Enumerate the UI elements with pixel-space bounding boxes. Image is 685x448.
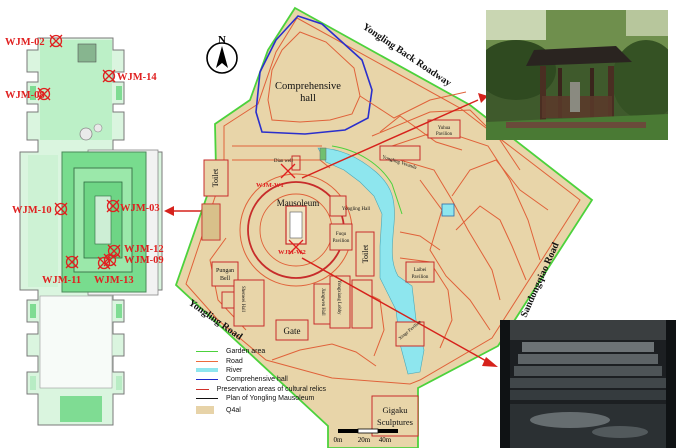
- gigaku-label-2: Sculptures: [377, 417, 413, 427]
- river: [317, 147, 425, 375]
- toilet-right-label: Toilet: [361, 244, 370, 263]
- marker-wjm-10: [54, 202, 68, 216]
- legend-label-plan: Plan of Yongling Mausoleum: [226, 395, 315, 403]
- label-wjm-03: WJM-03: [120, 203, 160, 214]
- marker-wjm-w2: [288, 239, 304, 255]
- label-wjm-w1: WJM-W1: [256, 182, 284, 189]
- photo-stairs: [500, 320, 676, 448]
- legend-swatch-river: [196, 368, 218, 373]
- legend-swatch-plan: [196, 398, 218, 400]
- photo-pavilion: [486, 10, 668, 140]
- legend-item-q4al: Q4al: [196, 403, 326, 417]
- toilet-left-label: Toilet: [211, 168, 220, 187]
- legend-swatch-garden: [196, 351, 218, 353]
- label-wjm-14: WJM-14: [117, 72, 157, 83]
- scale-label-20: 20m: [358, 436, 371, 444]
- scale-label-40: 40m: [379, 436, 392, 444]
- marker-wjm-03: [106, 199, 120, 213]
- gate-label: Gate: [284, 326, 301, 336]
- legend-label-relics: Preservation areas of cultural relics: [216, 385, 326, 393]
- legend-item-hall: Comprehensive hall: [196, 375, 326, 384]
- comprehensive-hall-label-1: Comprehensive: [275, 81, 341, 92]
- legend-label-river: River: [226, 366, 243, 374]
- legend-swatch-road: [196, 360, 218, 362]
- label-wjm-13: WJM-13: [94, 275, 134, 286]
- marker-wjm-02: [49, 34, 63, 48]
- laibei-pavilion-label-1: Laibei: [414, 268, 427, 273]
- arrow-to-bottom-photo: [301, 257, 498, 367]
- label-wjm-08: WJM-08: [5, 90, 45, 101]
- yuhua-pavilion-label-2: Pavilion: [436, 132, 453, 137]
- legend-swatch-hall: [196, 379, 218, 381]
- yongling-hall-label: Yongling Hall: [342, 207, 371, 212]
- pungan-bell-label-2: Bell: [220, 276, 230, 282]
- dian-well-label: Dian well: [274, 159, 293, 164]
- label-wjm-w2: WJM-W2: [278, 249, 306, 256]
- label-wjm-11: WJM-11: [42, 275, 81, 286]
- arrow-to-top-photo: [301, 93, 488, 179]
- laibei-pavilion-label-2: Pavilion: [412, 275, 429, 280]
- legend-label-garden: Garden area: [226, 348, 266, 356]
- label-wjm-02: WJM-02: [5, 37, 45, 48]
- label-wjm-12: WJM-12: [124, 244, 164, 255]
- pungan-bell-label-1: Pungan: [216, 268, 234, 274]
- side-hall-1-label: Shenwei Hall: [240, 286, 245, 313]
- north-arrow: N: [206, 34, 238, 74]
- mausoleum-label: Mausoleum: [277, 198, 320, 208]
- legend-label-q4al: Q4al: [226, 406, 241, 414]
- scale-bar: 0m 20m 40m: [334, 428, 398, 444]
- side-hall-2-label: Jiangwen Hall: [320, 288, 325, 316]
- north-label: N: [218, 34, 226, 46]
- marker-wjm-13: [97, 256, 111, 270]
- legend-item-road: Road: [196, 356, 326, 365]
- legend-item-garden: Garden area: [196, 347, 326, 356]
- comprehensive-hall-label-2: hall: [300, 93, 316, 104]
- side-hall-3-label: Yongxiang Lobby: [336, 280, 341, 315]
- marker-wjm-w1: [280, 163, 296, 179]
- legend-swatch-relics: [196, 388, 209, 390]
- marker-wjm-11: [65, 255, 79, 269]
- legend-item-plan: Plan of Yongling Mausoleum: [196, 394, 326, 403]
- legend-item-river: River: [196, 366, 326, 375]
- marker-wjm-08: [37, 87, 51, 101]
- label-wjm-10: WJM-10: [12, 205, 52, 216]
- legend: Garden area Road River Comprehensive hal…: [196, 347, 326, 417]
- yuhua-pavilion-label-1: Yuhua: [438, 126, 451, 131]
- scale-label-0: 0m: [334, 436, 344, 444]
- site-map: [174, 6, 594, 448]
- legend-label-road: Road: [226, 357, 243, 365]
- fuqu-pavilion-label-1: Fuqu: [336, 232, 347, 237]
- plan-markers: [37, 34, 121, 270]
- comprehensive-hall-outline: [255, 15, 373, 135]
- marker-wjm-14: [102, 69, 116, 83]
- legend-label-hall: Comprehensive hall: [226, 376, 288, 384]
- marker-wjm-09: [103, 253, 117, 267]
- gigaku-label-1: Gigaku: [382, 405, 408, 415]
- label-wjm-09: WJM-09: [124, 255, 164, 266]
- legend-box-q4al: [196, 406, 214, 415]
- fuqu-pavilion-label-2: Pavilion: [333, 239, 350, 244]
- legend-item-relics: Preservation areas of cultural relics: [196, 385, 326, 394]
